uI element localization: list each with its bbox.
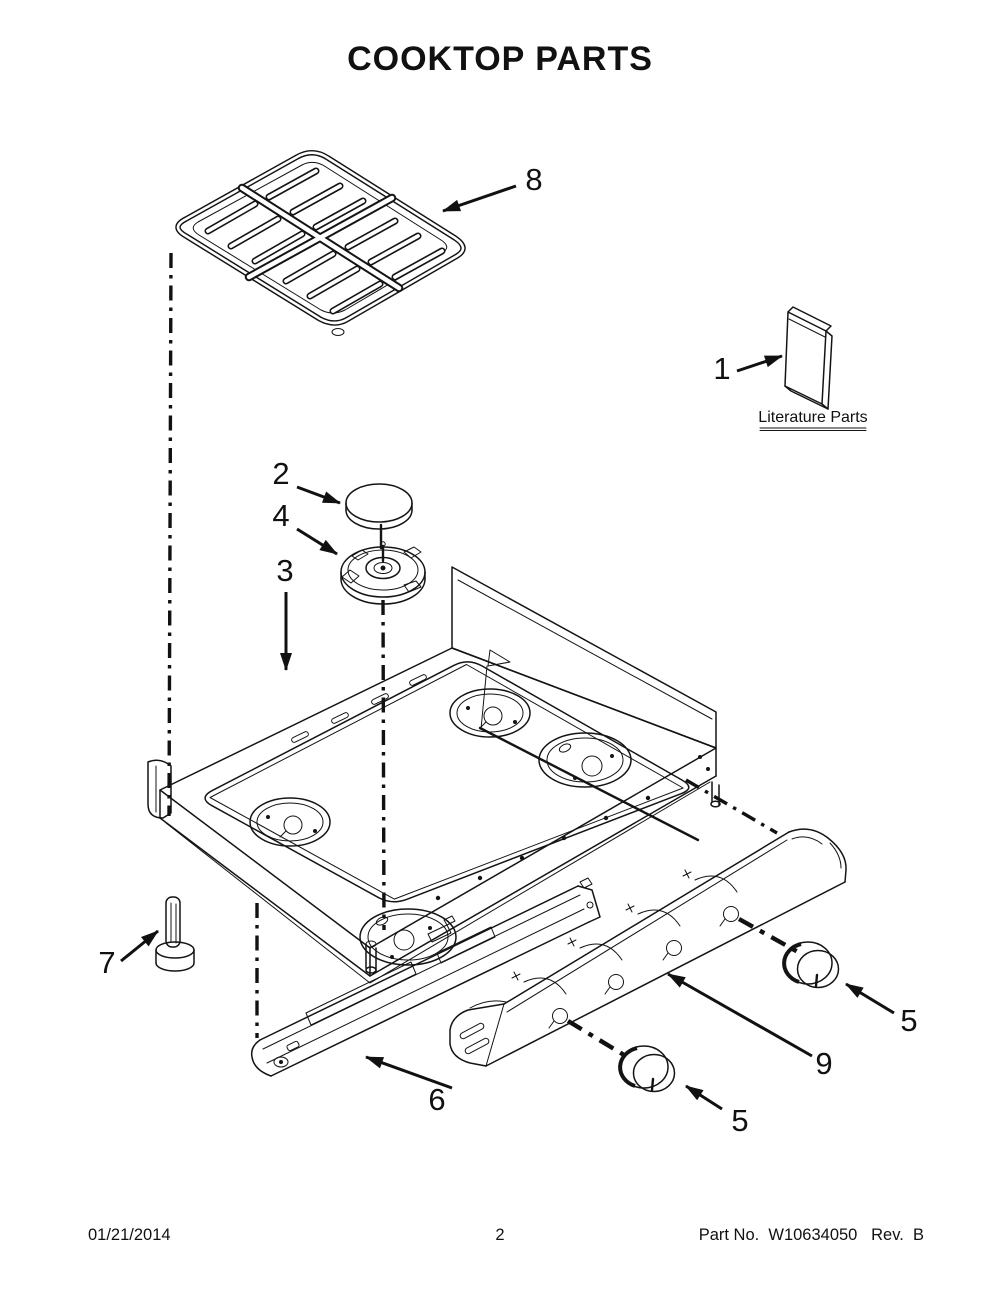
knob-station-1 [511,971,568,1029]
footer-part-number: Part No. W10634050 Rev. B [698,1226,924,1244]
knob-connector-bottom [566,1019,631,1060]
callout-6-arrow [365,1055,453,1090]
footer-date: 01/21/2014 [88,1226,171,1244]
burner-ring-back-left [449,688,531,738]
control-knob-top [782,941,840,989]
knob-station-4 [682,869,739,927]
callout-5a-label: 5 [900,1003,917,1038]
callout-1-label: 1 [713,351,730,386]
assembly-line-left [167,252,173,817]
assembly-centerlines [167,252,778,1038]
callout-4-arrow [296,527,338,556]
assembly-line-burner [381,599,386,931]
callout-4-label: 4 [272,498,289,533]
control-knob-bottom [618,1045,676,1093]
burner-grate [175,150,466,336]
literature-parts-label: Literature Parts [758,409,867,426]
callout-8-arrow [442,184,517,213]
assembly-line-panel [685,778,778,835]
literature-book: Literature Parts [758,306,868,431]
leveling-foot [155,896,195,972]
burner-ring-front-center [359,908,457,966]
callout-8-label: 8 [525,162,542,197]
cooktop-assembly [147,566,721,984]
knob-station-2 [567,937,624,995]
manifold-rail [250,877,601,1077]
callout-1-arrow [736,354,783,373]
corner-pin-right [710,781,721,808]
knob-station-3 [625,903,682,961]
callout-7-label: 7 [98,945,115,980]
callout-5a-arrow [845,982,895,1015]
footer-page-number: 2 [495,1226,505,1244]
callout-6-label: 6 [428,1082,445,1117]
callout-5b-label: 5 [731,1103,748,1138]
page-title: COOKTOP PARTS [347,40,653,78]
callout-3-label: 3 [276,553,293,588]
callout-9-arrow [667,972,813,1058]
callout-2-label: 2 [272,456,289,491]
callout-5b-arrow [685,1084,723,1111]
callout-9-label: 9 [815,1046,832,1081]
callout-numbers: 8 1 2 4 3 7 6 9 5 5 [98,162,917,1138]
burner-ring-front-left [249,797,331,847]
burner-cap [345,483,413,550]
sealed-burner [340,541,426,605]
rim-screw-holes [435,755,710,901]
control-panel [449,828,847,1067]
callout-7-arrow [120,929,159,963]
grate-fingers [204,167,446,315]
callout-2-arrow [296,485,341,505]
burner-ring-right [538,732,632,788]
callout-arrows [120,184,895,1111]
knob-connector-top [737,917,800,954]
corner-pin-front [365,940,377,974]
